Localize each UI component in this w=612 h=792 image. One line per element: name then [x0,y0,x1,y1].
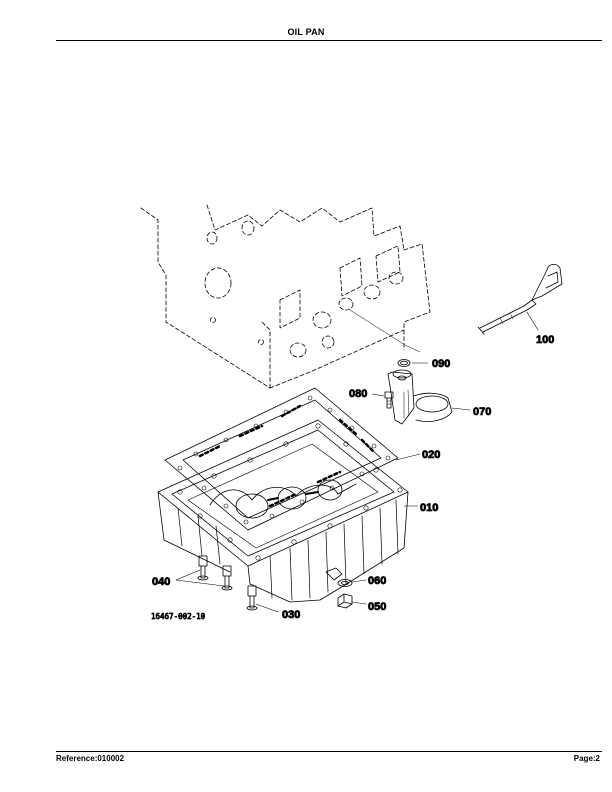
callout-010: 010 [420,502,438,514]
guide-bolt [384,391,394,409]
dipstick [477,264,563,335]
page-title: OIL PAN [287,27,325,37]
callout-100: 100 [536,334,554,346]
header-rule [56,40,602,41]
footer-rule [56,751,602,752]
figure-id: 16467-002-10 [151,612,206,621]
dipstick-guide [387,369,453,425]
callout-030: 030 [282,609,300,621]
callout-080: 080 [349,388,367,400]
callout-060: 060 [368,575,386,587]
callout-020: 020 [422,449,440,461]
callout-070: 070 [473,406,491,418]
callout-050: 050 [368,601,386,613]
callout-040: 040 [152,576,170,588]
oil-pan [157,419,409,603]
pan-bolt-b [221,565,233,591]
engine-block-outline [140,204,431,389]
page-number: Page:2 [573,754,600,763]
dipstick-leader-line [349,309,421,353]
oil-pan-gasket [164,387,399,531]
callout-090: 090 [432,358,450,370]
o-ring [397,359,411,367]
callout-leaders [175,311,539,613]
pan-bolt-c [246,585,258,611]
drain-plug [337,593,353,609]
drain-plug-washer [337,579,353,587]
reference-label: Reference:010002 [56,754,125,763]
pan-bolt-a [197,555,209,581]
